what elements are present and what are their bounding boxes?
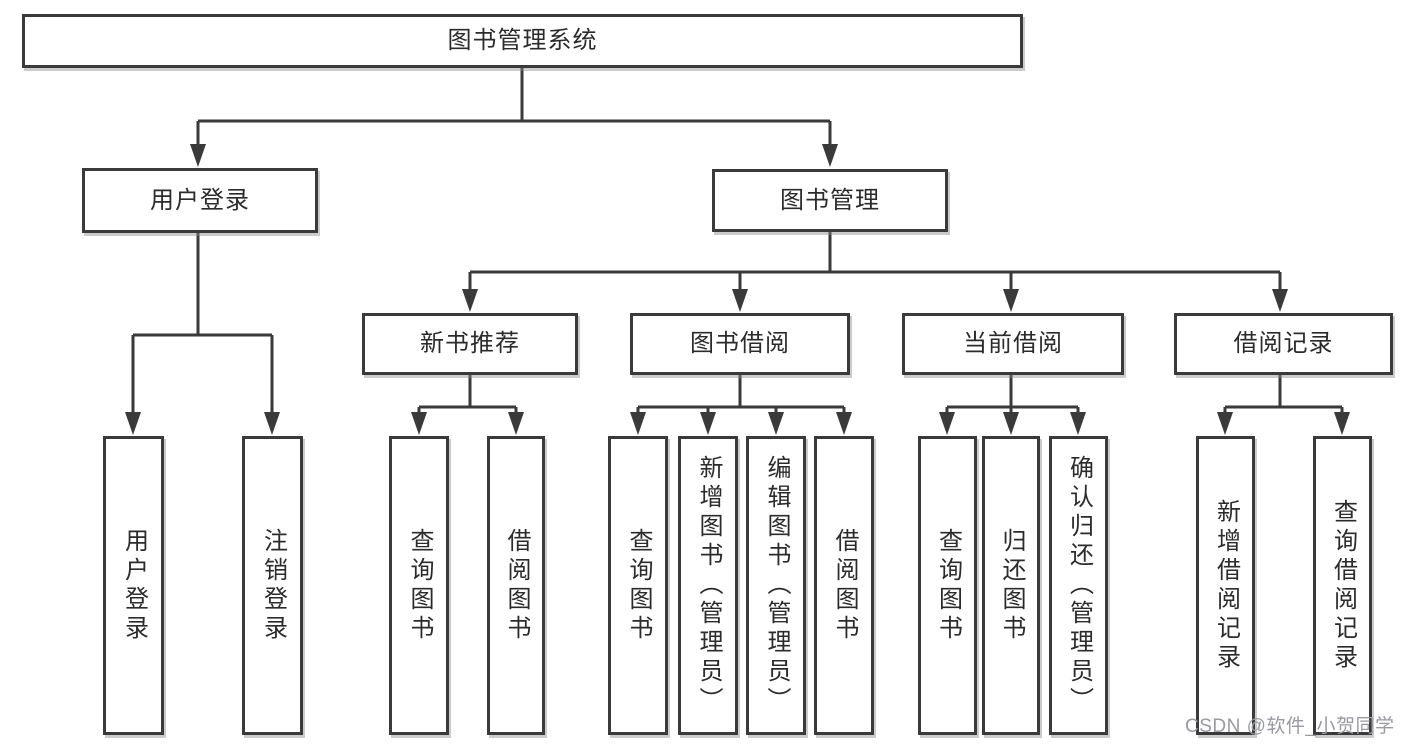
node-label: 查询借阅记录 bbox=[1329, 498, 1357, 673]
leaf-records-add-record: 新增借阅记录 bbox=[1196, 436, 1255, 735]
node-label: 查询图书 bbox=[934, 527, 962, 644]
node-user-login: 用户登录 bbox=[82, 168, 318, 233]
node-library-system: 图书管理系统 bbox=[22, 14, 1023, 68]
node-book-borrowing: 图书借阅 bbox=[630, 313, 850, 375]
node-new-book-recommend: 新书推荐 bbox=[362, 313, 578, 375]
leaf-logout: 注销登录 bbox=[242, 436, 303, 735]
leaf-records-query-record: 查询借阅记录 bbox=[1313, 436, 1372, 735]
node-borrowing-records: 借阅记录 bbox=[1174, 313, 1393, 375]
arrowheads bbox=[125, 144, 1350, 435]
leaf-borrow-query-books: 查询图书 bbox=[608, 436, 668, 735]
node-label: 图书借阅 bbox=[690, 330, 790, 357]
leaf-borrow-add-books-admin: 新增图书（管理员） bbox=[678, 436, 738, 735]
node-label: 用户登录 bbox=[120, 527, 148, 644]
node-label: 新书推荐 bbox=[420, 330, 520, 357]
node-label: 归还图书 bbox=[998, 527, 1025, 644]
node-label: 借阅记录 bbox=[1233, 330, 1334, 357]
node-current-borrowing: 当前借阅 bbox=[902, 313, 1124, 375]
node-label: 借阅图书 bbox=[503, 527, 530, 644]
node-label: 新增图书（管理员） bbox=[695, 455, 722, 716]
leaf-borrow-edit-books-admin: 编辑图书（管理员） bbox=[746, 436, 806, 735]
leaf-borrow-borrow-books: 借阅图书 bbox=[814, 436, 874, 735]
node-label: 当前借阅 bbox=[963, 330, 1063, 357]
leaf-newbook-borrow-books: 借阅图书 bbox=[487, 436, 545, 735]
leaf-user-login: 用户登录 bbox=[103, 436, 164, 735]
node-book-management: 图书管理 bbox=[712, 169, 948, 232]
leaf-current-return-books: 归还图书 bbox=[982, 436, 1040, 735]
node-label: 编辑图书（管理员） bbox=[763, 455, 790, 716]
leaf-newbook-query-books: 查询图书 bbox=[389, 436, 449, 735]
node-label: 图书管理系统 bbox=[447, 27, 598, 54]
node-label: 查询图书 bbox=[406, 527, 433, 644]
node-label: 查询图书 bbox=[625, 527, 652, 644]
node-label: 注销登录 bbox=[259, 527, 287, 644]
node-label: 新增借阅记录 bbox=[1212, 498, 1240, 673]
node-label: 借阅图书 bbox=[831, 527, 858, 644]
node-label: 图书管理 bbox=[780, 186, 880, 214]
node-label: 确认归还（管理员） bbox=[1065, 455, 1093, 716]
leaf-current-query-books: 查询图书 bbox=[918, 436, 977, 735]
csdn-watermark: CSDN @软件_小贺同学 bbox=[1185, 716, 1395, 737]
leaf-current-confirm-return-admin: 确认归还（管理员） bbox=[1049, 436, 1108, 735]
node-label: 用户登录 bbox=[150, 186, 250, 214]
